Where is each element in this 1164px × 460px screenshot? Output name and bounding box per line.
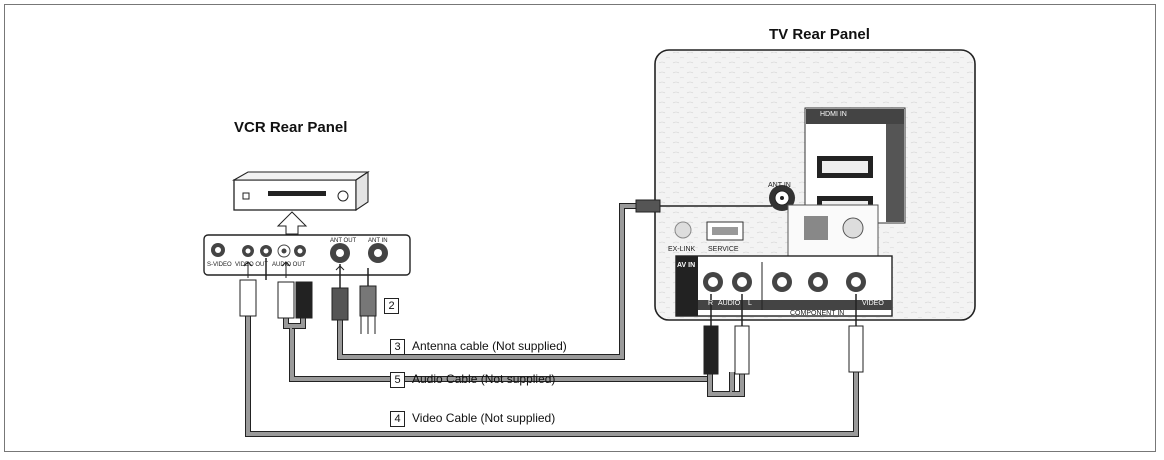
vcr-rear-panel [203, 234, 411, 276]
vcr-audio-out-jack [294, 245, 306, 257]
diagram-frame [4, 4, 1156, 452]
tv-ex-link-label: EX-LINK [668, 246, 696, 253]
vcr-device [231, 170, 370, 212]
tv-service-label: SERVICE [708, 246, 739, 253]
vcr-ant-out-port [330, 243, 350, 263]
callout-number: 3 [390, 339, 405, 355]
audio-cable [265, 258, 750, 397]
ex-link-port [674, 221, 692, 239]
tv-audio-label: AUDIO [718, 300, 741, 307]
vcr-ant-in-label: ANT IN [368, 238, 388, 244]
callout-number: 5 [390, 372, 405, 388]
vcr-s-video-jack [211, 243, 225, 257]
callout-text: Antenna cable (Not supplied) [412, 339, 567, 353]
tv-rear-panel-title: TV Rear Panel [769, 26, 870, 43]
vcr-video-out-jack [242, 245, 254, 257]
tv-video-label: VIDEO [862, 300, 884, 307]
digital-audio-out-block [787, 204, 879, 261]
vcr-audio-r-jack [260, 245, 272, 257]
antenna-cable-callout: 3 Antenna cable (Not supplied) [390, 339, 567, 355]
component-y-video-jack [846, 272, 866, 292]
video-cable-callout: 4 Video Cable (Not supplied) [390, 411, 555, 427]
component-pr-jack [772, 272, 792, 292]
tv-audio-l-label: L [748, 300, 752, 307]
vcr-rear-panel-title: VCR Rear Panel [234, 119, 348, 136]
callout-text: Video Cable (Not supplied) [412, 411, 556, 425]
tv-component-in-label: COMPONENT IN [790, 310, 845, 317]
vcr-ant-out-label: ANT OUT [330, 238, 357, 244]
vcr-ant-in-port [368, 243, 388, 263]
rf-adapter [359, 268, 377, 334]
callout-text: Audio Cable (Not supplied) [412, 372, 556, 386]
vcr-s-video-label: S-VIDEO [207, 262, 232, 268]
tv-audio-l-jack [732, 272, 752, 292]
vcr-connection-arrows [243, 261, 345, 282]
callout-number: 2 [384, 298, 399, 314]
vcr-reference-arrow [276, 211, 308, 235]
tv-audio-r-label: R [708, 300, 714, 307]
rf-adapter-callout: 2 [384, 298, 406, 314]
video-cable [239, 279, 864, 437]
antenna-cable [331, 199, 772, 360]
service-port [706, 221, 744, 241]
tv-hdmi-in-label: HDMI IN [820, 111, 847, 118]
callout-number: 4 [390, 411, 405, 427]
hdmi-port-block [804, 107, 906, 224]
audio-cable-callout: 5 Audio Cable (Not supplied) [390, 372, 555, 388]
hdmi-port-1 [817, 156, 873, 178]
tv-av-in-label: AV IN [677, 262, 696, 269]
vcr-audio-l-jack [277, 244, 291, 258]
vcr-audio-out-label: AUDIO OUT [272, 262, 306, 268]
component-pb-jack [808, 272, 828, 292]
av-component-in-block [675, 255, 893, 317]
tv-ant-in-label: ANT IN [768, 182, 791, 189]
vcr-video-out-label: VIDEO OUT [235, 262, 269, 268]
tv-audio-r-jack [703, 272, 723, 292]
